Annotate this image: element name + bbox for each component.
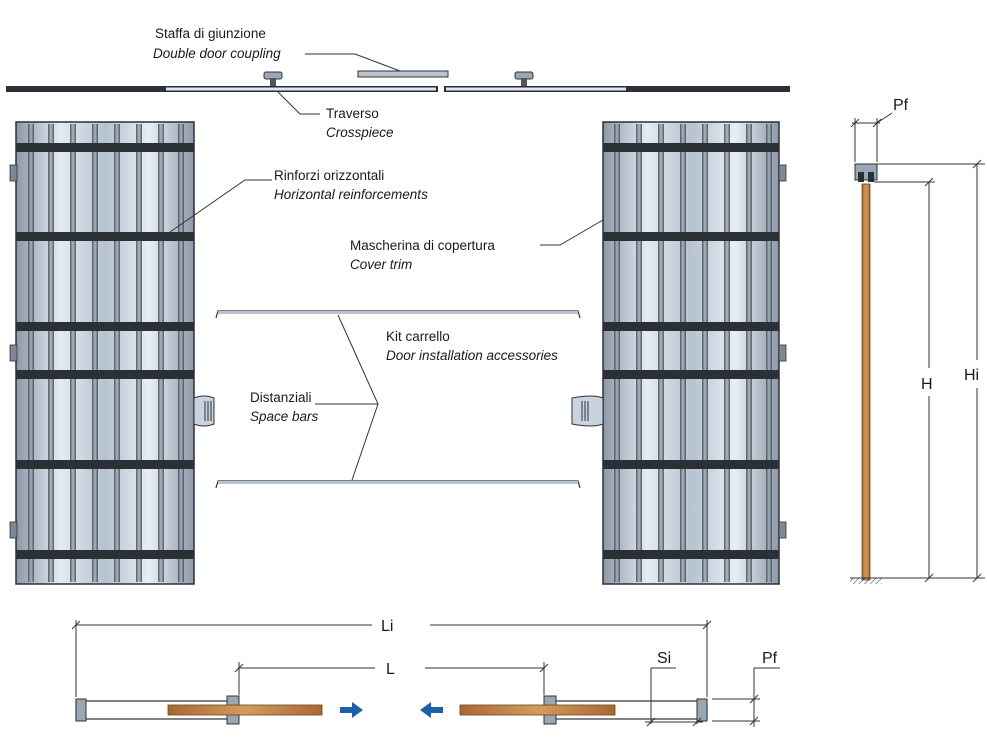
right-pocket-frame	[571, 121, 787, 585]
arrow-left-icon	[420, 702, 443, 718]
dim-hi: Hi	[964, 367, 979, 384]
dim-pf-plan: Pf	[762, 650, 778, 667]
coupling-label-en: Double door coupling	[153, 46, 281, 61]
left-pocket-frame	[9, 121, 215, 585]
crosspiece-label-it: Traverso	[326, 106, 379, 121]
dim-si: Si	[657, 650, 671, 667]
kit-label-it: Kit carrello	[386, 329, 450, 344]
plan-dimensions	[71, 620, 780, 727]
cover-trim-label-en: Cover trim	[350, 257, 412, 272]
space-bars-label-en: Space bars	[250, 409, 319, 424]
space-bars	[215, 310, 581, 489]
cover-trim-label-it: Mascherina di copertura	[350, 238, 495, 253]
leader-lines-top	[277, 53, 401, 115]
kit-label-en: Door installation accessories	[386, 348, 558, 363]
coupling-label-it: Staffa di giunzione	[155, 26, 266, 41]
dim-li: Li	[381, 618, 393, 635]
top-rail	[6, 70, 790, 92]
crosspiece-label-en: Crosspiece	[326, 125, 394, 140]
side-section-view	[850, 112, 985, 584]
dim-h: H	[921, 376, 933, 393]
dim-l: L	[386, 661, 395, 678]
plan-view	[75, 695, 708, 725]
space-bars-label-it: Distanziali	[250, 390, 312, 405]
reinforcements-label-en: Horizontal reinforcements	[274, 187, 428, 202]
leader-lines-middle	[169, 179, 604, 481]
dim-pf-side: Pf	[893, 97, 909, 114]
arrow-right-icon	[340, 702, 363, 718]
reinforcements-label-it: Rinforzi orizzontali	[274, 168, 384, 183]
